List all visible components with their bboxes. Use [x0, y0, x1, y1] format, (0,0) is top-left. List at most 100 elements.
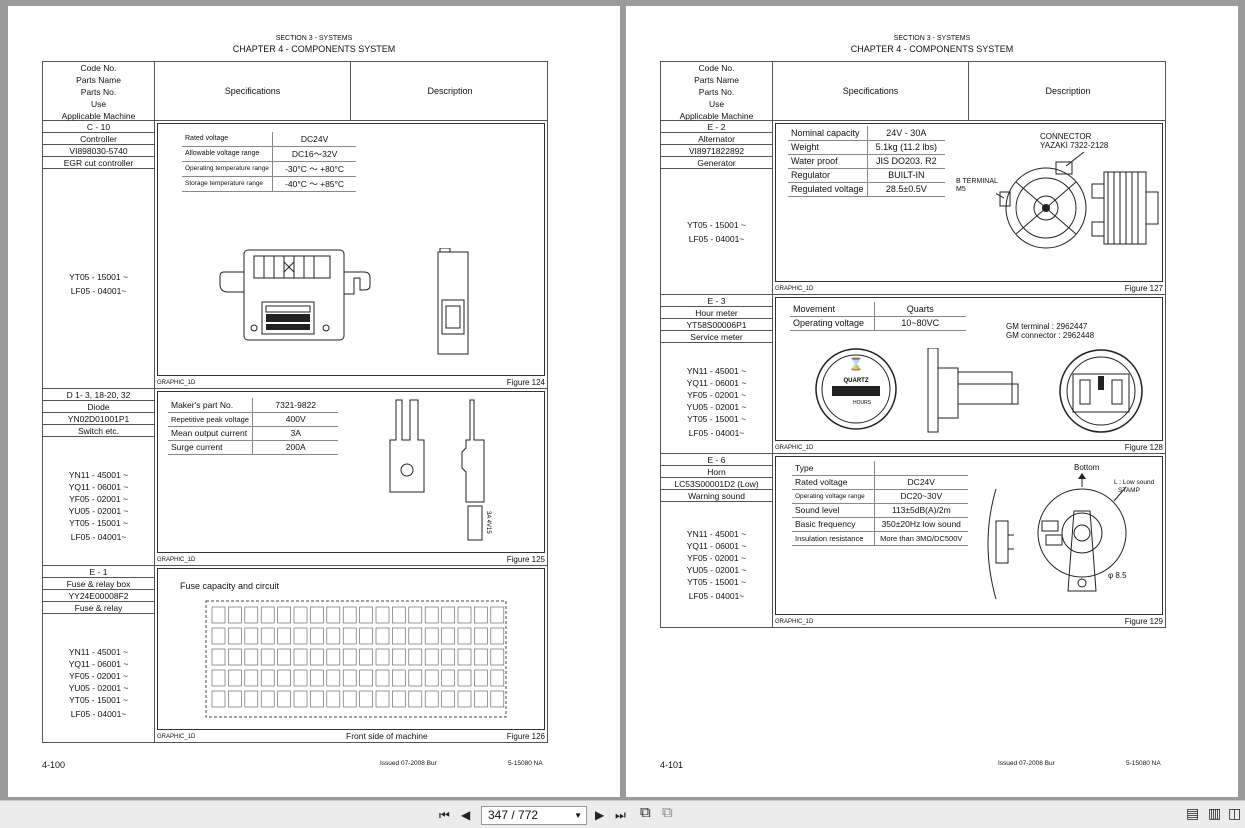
- model-item: YT05 - 15001 ~: [69, 272, 128, 282]
- fuse-slot: [408, 669, 423, 687]
- fuse-slot: [277, 606, 291, 624]
- parts-name-label: Parts Name: [76, 75, 121, 85]
- parts-name: Controller: [43, 133, 154, 145]
- issued-date: Issued 07-2008 Bur: [380, 760, 437, 767]
- first-page-icon[interactable]: ⏮: [439, 808, 450, 822]
- parts-no: YT58S00006P1: [661, 319, 772, 331]
- fuse-slot: [342, 627, 357, 645]
- code-header: Code No. Parts Name Parts No. Use Applic…: [661, 62, 773, 121]
- document-number: 5-15080 NA: [508, 760, 543, 767]
- fuse-slot: [424, 690, 439, 708]
- page-number-input[interactable]: 347 / 772 ▼: [481, 806, 587, 825]
- chapter-header: CHAPTER 4 - COMPONENTS SYSTEM: [850, 44, 1014, 54]
- fit-width-icon[interactable]: ⧉: [662, 804, 673, 821]
- fuse-slot: [457, 690, 472, 708]
- fuse-slot: [310, 690, 324, 708]
- fuse-slot: [260, 669, 275, 687]
- fuse-slot: [211, 669, 226, 687]
- part-info: E - 3 Hour meter YT58S00006P1 Service me…: [661, 295, 773, 453]
- stamp-label: L : Low sound: [1114, 479, 1155, 486]
- two-page-view-icon[interactable]: ◫: [1228, 805, 1242, 821]
- applicable-machines: YT05 - 15001 ~ LF05 - 04001~: [43, 271, 154, 297]
- model-item: YT05 - 15001 ~: [687, 577, 746, 587]
- fuse-slot: [310, 648, 324, 666]
- description-header: Description: [1045, 86, 1091, 96]
- applicable-machines: YN11 - 45001 ~ YQ11 - 06001 ~ YF05 - 020…: [661, 528, 772, 602]
- previous-page-icon[interactable]: ◀: [461, 808, 471, 822]
- fuse-slot: [342, 606, 357, 624]
- fuse-slot: [392, 669, 406, 687]
- gm-terminal: GM terminal : 2962447: [1006, 322, 1088, 331]
- fuse-slot: [408, 627, 423, 645]
- fuse-slot: [408, 648, 423, 666]
- single-page-view-icon[interactable]: ▤: [1186, 805, 1200, 821]
- last-page-icon[interactable]: ⏭: [615, 808, 626, 822]
- horn-front-drawing: [1037, 473, 1127, 592]
- fuse-slot: [474, 648, 488, 666]
- fuse-slot: [326, 627, 341, 645]
- part-info: C - 10 Controller VI898030-5740 EGR cut …: [43, 121, 155, 388]
- table-row: E - 1 Fuse & relay box YY24E00008F2 Fuse…: [42, 566, 548, 743]
- fuse-slot: [244, 669, 259, 687]
- document-number: 5-15080 NA: [1126, 760, 1161, 767]
- fuse-slot: [490, 648, 505, 666]
- parts-no: LC53S00001D2 (Low): [661, 478, 772, 490]
- diameter-label: φ 8.5: [1108, 571, 1127, 580]
- figure-caption: Figure 126: [506, 732, 545, 741]
- terminal-label: B TERMINAL: [956, 178, 998, 185]
- fuse-slot: [375, 690, 390, 708]
- fuse-slot: [359, 627, 373, 645]
- table-row: E - 6 Horn LC53S00001D2 (Low) Warning so…: [660, 454, 1166, 628]
- figure-caption: Figure 124: [506, 378, 545, 387]
- fuse-slot: [424, 669, 439, 687]
- table-header: Code No. Parts Name Parts No. Use Applic…: [42, 61, 548, 121]
- fuse-slot: [293, 669, 308, 687]
- alternator-drawing: [996, 152, 1159, 249]
- next-page-icon[interactable]: ▶: [595, 808, 605, 822]
- table-row: E - 2 Alternator VI8971822892 Generator …: [660, 121, 1166, 295]
- fuse-slot: [228, 648, 242, 666]
- fuse-slot: [244, 690, 259, 708]
- fuse-slot: [293, 648, 308, 666]
- code-no: C - 10: [43, 121, 154, 133]
- model-item: YU05 - 02001 ~: [686, 565, 747, 575]
- fuse-slot: [375, 648, 390, 666]
- use-label: Use: [708, 99, 725, 109]
- chevron-down-icon[interactable]: ▼: [574, 811, 582, 820]
- controller-side-drawing: [437, 248, 469, 355]
- figure-caption: Figure 128: [1124, 443, 1163, 452]
- continuous-view-icon[interactable]: ▥: [1208, 805, 1222, 821]
- fit-page-icon[interactable]: ⧉: [640, 804, 651, 821]
- fuse-slot: [490, 606, 505, 624]
- use: Switch etc.: [43, 425, 154, 437]
- page-right: SECTION 3 - SYSTEMS CHAPTER 4 - COMPONEN…: [626, 6, 1238, 797]
- part-info: E - 6 Horn LC53S00001D2 (Low) Warning so…: [661, 454, 773, 627]
- page-left: SECTION 3 - SYSTEMS CHAPTER 4 - COMPONEN…: [8, 6, 620, 797]
- connector-label: CONNECTOR: [1040, 132, 1092, 141]
- table-row: D 1- 3, 18-20, 32 Diode YN02D01001P1 Swi…: [42, 389, 548, 566]
- specifications-header: Specifications: [155, 62, 351, 120]
- gm-connector: GM connector : 2962448: [1006, 331, 1095, 340]
- fuse-slot: [244, 648, 259, 666]
- model-item: LF05 - 04001~: [688, 234, 745, 244]
- description-header: Description: [427, 86, 473, 96]
- hour-meter-back: [1059, 349, 1143, 433]
- use-label: Use: [90, 99, 107, 109]
- model-item: YU05 - 02001 ~: [68, 506, 129, 516]
- fuse-slot: [244, 627, 259, 645]
- fuse-slot: [228, 627, 242, 645]
- fuse-slot: [392, 690, 406, 708]
- fuse-slot: [326, 606, 341, 624]
- fuse-slot: [342, 648, 357, 666]
- model-item: LF05 - 04001~: [70, 532, 127, 542]
- fuse-slot: [392, 627, 406, 645]
- fuse-slot: [326, 690, 341, 708]
- fuse-slot: [326, 648, 341, 666]
- model-item: YQ11 - 06001 ~: [686, 541, 747, 551]
- bottom-label: Bottom: [1074, 463, 1100, 472]
- code-no: E - 2: [661, 121, 772, 133]
- hour-meter-side: [927, 348, 1019, 433]
